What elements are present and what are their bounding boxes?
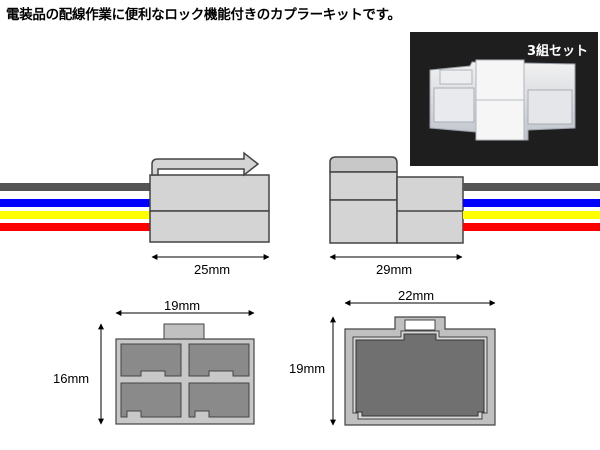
female-connector-front-view	[344, 316, 496, 426]
wire-yellow	[0, 211, 152, 219]
wire-blue	[463, 199, 600, 207]
wire-blue	[0, 199, 152, 207]
wire-gray	[0, 183, 152, 191]
male-face-cavity	[120, 343, 182, 377]
wire-gray	[463, 183, 600, 191]
female-connector-side-view	[329, 156, 600, 244]
female-height-label: 19mm	[289, 361, 326, 376]
female-wires	[463, 183, 600, 231]
page-heading: 電装品の配線作業に便利なロック機能付きのカプラーキットです。	[6, 7, 401, 23]
male-length-label: 25mm	[194, 262, 231, 277]
male-connector-side-view	[0, 151, 270, 243]
female-width-label: 22mm	[398, 288, 435, 303]
male-face-cavity	[188, 382, 250, 418]
lock-latch-arrow	[151, 151, 260, 177]
female-body-bottom	[329, 199, 398, 244]
female-rear-housing	[396, 176, 464, 244]
product-photo: 3組セット	[410, 32, 598, 166]
male-body-bottom	[149, 210, 270, 243]
female-body-top	[329, 171, 398, 201]
male-wires	[0, 183, 152, 231]
male-face-cavity	[120, 382, 182, 418]
wire-yellow	[463, 211, 600, 219]
male-width-label: 19mm	[164, 298, 201, 313]
wire-red	[463, 223, 600, 231]
connector-photo-image	[429, 59, 576, 141]
female-latch-cap	[329, 156, 398, 173]
female-length-label: 29mm	[376, 262, 413, 277]
male-connector-front-view	[115, 323, 255, 425]
male-face-cavity	[188, 343, 250, 377]
male-face-lock-tab	[163, 323, 205, 340]
wire-red	[0, 223, 152, 231]
male-height-label: 16mm	[53, 371, 90, 386]
female-face-cavity	[355, 333, 485, 417]
female-face-lock-window	[404, 319, 436, 331]
photo-label: 3組セット	[526, 44, 588, 59]
male-body-top	[149, 174, 270, 212]
